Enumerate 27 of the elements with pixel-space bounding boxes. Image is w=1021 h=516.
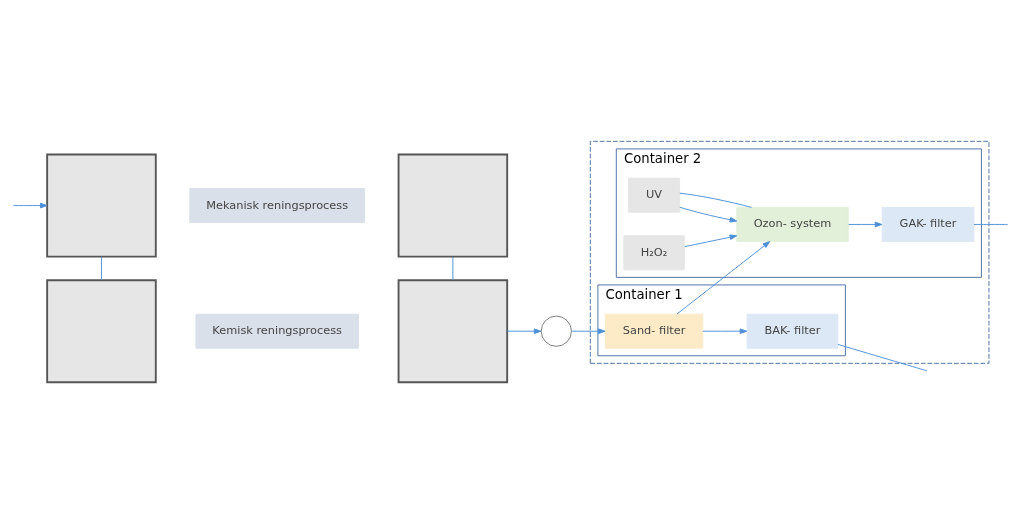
node-box: Kemisk reningsprocess — [195, 313, 359, 349]
cluster — [589, 140, 990, 364]
node-box: GAK- filter — [881, 207, 975, 242]
node-box: Ozon- system — [736, 207, 849, 242]
node-box: BAK- filter — [746, 313, 839, 349]
arrow — [506, 328, 542, 334]
node-box — [397, 153, 509, 258]
node-box: Sand- filter — [604, 313, 704, 349]
arrow — [676, 241, 771, 315]
arrow — [679, 206, 738, 223]
node-box — [46, 279, 157, 384]
arrow — [684, 234, 738, 248]
node-box: Mekanisk reningsprocess — [189, 188, 366, 224]
arrow — [848, 221, 883, 228]
connector — [101, 256, 102, 281]
arrow — [12, 202, 48, 209]
arrow — [571, 328, 606, 334]
arrow — [702, 328, 748, 334]
connector — [973, 224, 1009, 225]
node-box — [46, 153, 157, 258]
node-box: H₂O₂ — [623, 235, 685, 271]
connector — [452, 256, 454, 281]
node-box — [397, 279, 509, 384]
connector — [679, 192, 752, 208]
node-box: UV — [628, 177, 681, 213]
connector — [837, 343, 928, 372]
node-circle — [540, 315, 572, 347]
